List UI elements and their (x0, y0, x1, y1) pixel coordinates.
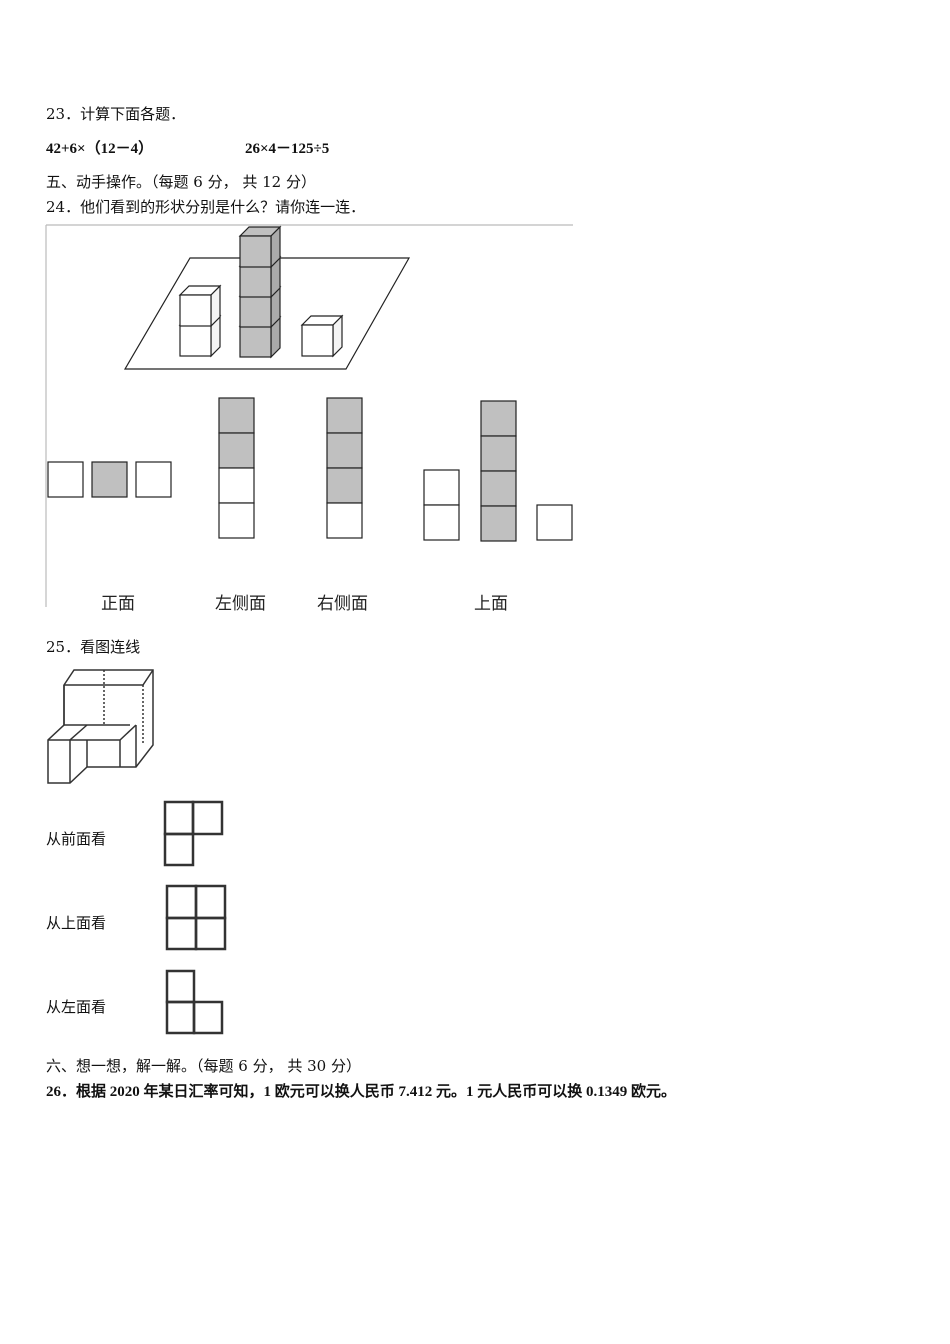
q24-figure (45, 224, 573, 607)
view-square (218, 467, 255, 504)
view-square (423, 469, 460, 506)
view-square (91, 461, 128, 498)
view-top (165, 884, 227, 951)
q23-expr1: 42+6×（12－4） (46, 141, 154, 157)
view-square (480, 470, 517, 507)
view-square (480, 400, 517, 437)
section6-title: 六、想一想，解一解。（每题 6 分， 共 30 分） (46, 1057, 361, 1075)
q25-title: 25．看图连线 (46, 638, 141, 656)
view-square (326, 432, 363, 469)
view-square (326, 502, 363, 539)
view-square (480, 505, 517, 542)
label-top: 上面 (474, 594, 508, 614)
view-square (218, 397, 255, 434)
view-square (480, 435, 517, 472)
view-square (326, 397, 363, 434)
view-square (47, 461, 84, 498)
view-square (423, 504, 460, 541)
view-front (163, 800, 224, 867)
section5-title: 五、动手操作。（每题 6 分， 共 12 分） (46, 173, 316, 191)
q26-text: 26．根据 2020 年某日汇率可知，1 欧元可以换人民币 7.412 元。1 … (46, 1084, 677, 1100)
cube (238, 225, 282, 269)
view-square (218, 502, 255, 539)
q25-view-left: 从左面看 (46, 998, 107, 1016)
view-square (135, 461, 172, 498)
view-square (218, 432, 255, 469)
label-left-side: 左侧面 (215, 594, 266, 614)
q25-view-top: 从上面看 (46, 914, 107, 932)
q25-figure (47, 669, 227, 1035)
view-left (165, 969, 224, 1035)
label-right-side: 右侧面 (317, 594, 368, 614)
label-front: 正面 (101, 594, 135, 614)
cube (178, 284, 222, 328)
q25-view-front: 从前面看 (46, 830, 107, 848)
cube (300, 314, 344, 358)
view-square (326, 467, 363, 504)
q23-title: 23．计算下面各题． (46, 105, 186, 123)
q23-expr2: 26×4－125÷5 (245, 141, 330, 157)
view-square (536, 504, 573, 541)
base-plane (123, 257, 411, 370)
q24-title: 24．他们看到的形状分别是什么？请你连一连． (46, 198, 366, 216)
